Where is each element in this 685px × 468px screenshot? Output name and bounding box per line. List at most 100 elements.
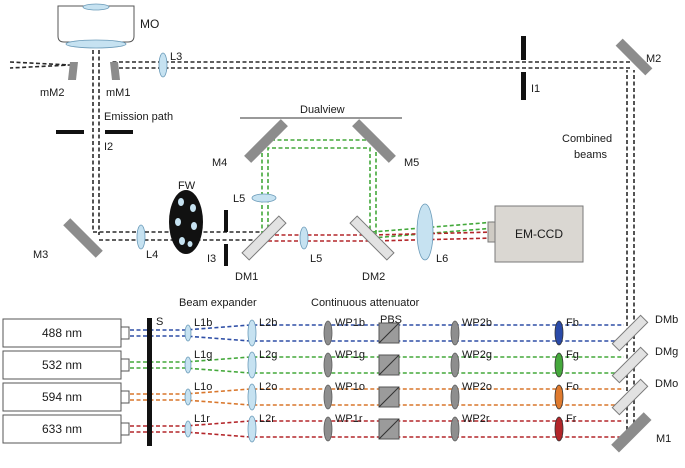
laser-label: 594 nm: [42, 390, 82, 404]
mirror-m3: [63, 218, 103, 258]
label-wp2: WP2o: [462, 381, 492, 393]
beam-488-b: [130, 335, 624, 342]
beam-paths: [9, 50, 635, 438]
dualview-red-a: [262, 231, 496, 236]
label-l5a: L5: [233, 193, 245, 205]
mirror-m4: [244, 119, 288, 163]
laser-box: [2, 382, 122, 412]
laser-box: [2, 318, 122, 348]
filter: [554, 384, 564, 410]
waveplate-wp2: [450, 416, 460, 442]
iris-i3-bottom: [224, 244, 228, 266]
label-dm1: DM1: [235, 271, 258, 283]
beam-594-a: [130, 388, 624, 395]
label-dichroic: DMb: [655, 314, 678, 326]
label-l2: L2o: [259, 381, 277, 393]
iris-i1-bottom: [521, 72, 526, 100]
label-wp2: WP2b: [462, 317, 492, 329]
mirror-m5: [352, 119, 396, 163]
lens-l6: [416, 203, 434, 261]
label-wp2: WP2g: [462, 349, 492, 361]
label-combined-beams-1: Combined: [562, 133, 612, 145]
mirror-m2: [615, 38, 653, 76]
label-m4: M4: [212, 157, 227, 169]
waveplate-wp2: [450, 320, 460, 346]
filter: [554, 320, 564, 346]
laser-aperture: [120, 422, 130, 436]
dualview-green-out-a: [371, 221, 496, 233]
label-l2: L2b: [259, 317, 277, 329]
laser-label: 633 nm: [42, 422, 82, 436]
label-dualview: Dualview: [300, 104, 345, 116]
laser-aperture: [120, 358, 130, 372]
label-l4: L4: [146, 249, 158, 261]
label-filter: Fr: [566, 413, 577, 425]
lens-l2: [247, 415, 257, 443]
pbs-diagonal: [378, 386, 400, 408]
dichroic-combiner: [611, 346, 649, 384]
label-emccd: EM-CCD: [515, 227, 563, 241]
waveplate-wp2: [450, 352, 460, 378]
label-i1: I1: [531, 83, 540, 95]
label-l2: L2r: [259, 413, 275, 425]
waveplate-wp1: [323, 384, 333, 410]
label-m2: M2: [646, 53, 661, 65]
label-dm2: DM2: [362, 271, 385, 283]
beam-488-a: [130, 324, 624, 331]
dichroic-dm1: [241, 215, 287, 261]
iris-i2-right: [105, 130, 133, 134]
lens-l5-relay: [299, 226, 309, 250]
dichroic-combiner: [611, 378, 649, 416]
beam-594-b: [130, 399, 624, 406]
shutter-s: [147, 318, 152, 446]
label-l2: L2g: [259, 349, 277, 361]
laser-box: [2, 414, 122, 444]
label-l1: L1o: [194, 381, 212, 393]
laser-label: 488 nm: [42, 326, 82, 340]
label-l1: L1g: [194, 349, 212, 361]
beam-633-b: [130, 431, 624, 438]
label-m1: M1: [656, 433, 671, 445]
label-l1: L1r: [194, 413, 210, 425]
label-wp1: WP1g: [335, 349, 365, 361]
label-emission-path: Emission path: [104, 111, 173, 123]
waveplate-wp1: [323, 416, 333, 442]
iris-i1-top: [521, 36, 526, 60]
label-wp1: WP1o: [335, 381, 365, 393]
beam-532-a: [130, 356, 624, 363]
label-continuous-attenuator: Continuous attenuator: [311, 297, 420, 309]
beam-633-a: [130, 420, 624, 427]
pbs-diagonal: [378, 418, 400, 440]
lens-l4: [136, 224, 146, 250]
waveplate-wp2: [450, 384, 460, 410]
lens-l2: [247, 383, 257, 411]
lens-l1: [184, 420, 192, 438]
filter: [554, 352, 564, 378]
label-m5: M5: [404, 157, 419, 169]
laser-box: [2, 350, 122, 380]
iris-i3-top: [224, 210, 228, 232]
label-filter: Fb: [566, 317, 579, 329]
lens-l2: [247, 351, 257, 379]
label-mm2: mM2: [40, 87, 64, 99]
side-beam-left: [9, 61, 71, 69]
label-i2: I2: [104, 141, 113, 153]
label-s: S: [156, 316, 163, 328]
label-i3: I3: [207, 253, 216, 265]
dichroic-dm2: [349, 215, 395, 261]
label-fw: FW: [178, 180, 196, 192]
filter: [554, 416, 564, 442]
iris-i2-left: [56, 130, 84, 134]
dichroic-combiner: [611, 314, 649, 352]
label-l3: L3: [170, 51, 182, 63]
label-dichroic: DMg: [655, 346, 678, 358]
label-filter: Fo: [566, 381, 579, 393]
label-l6: L6: [436, 253, 448, 265]
label-combined-beams-2: beams: [574, 149, 608, 161]
